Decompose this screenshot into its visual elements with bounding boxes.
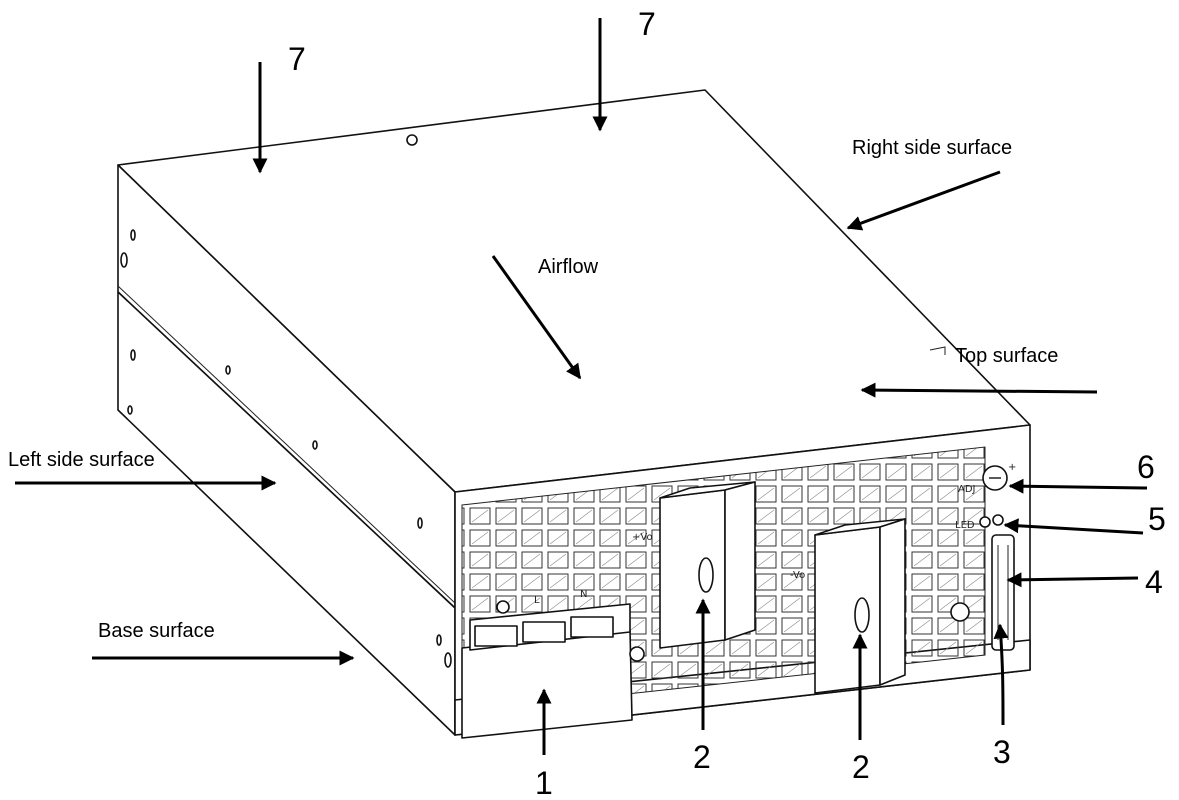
power-supply-unit: L N +Vo -Vo ADJ + LED <box>117 89 1031 739</box>
led-label: LED <box>955 520 975 531</box>
arrow-airflow <box>491 255 582 380</box>
side-screws <box>120 229 452 668</box>
adj-plus-label: + <box>1008 462 1016 473</box>
chassis-seam <box>117 285 456 604</box>
callout-numbers: 7 7 1 2 2 3 4 5 6 <box>288 6 1166 800</box>
callout-2-left: 2 <box>693 739 711 775</box>
line-label: L <box>534 595 540 606</box>
adj-label: ADJ <box>958 484 976 495</box>
output-busbar-negative <box>814 518 906 694</box>
label-top-surface: Top surface <box>955 345 1058 367</box>
status-led: LED <box>955 514 1004 531</box>
vo-plus-label: +Vo <box>632 532 653 543</box>
ac-input-terminal-block: L N <box>461 589 645 739</box>
vo-minus-label: -Vo <box>790 570 805 581</box>
signal-connector <box>991 534 1015 651</box>
ground-icon <box>496 600 510 614</box>
label-right-side-surface: Right side surface <box>852 137 1012 159</box>
callout-6: 6 <box>1137 449 1155 485</box>
callout-4: 4 <box>1145 564 1163 600</box>
arrow-right-side <box>846 170 1001 231</box>
top-screw <box>406 134 418 146</box>
neutral-label: N <box>580 589 587 600</box>
arrows <box>15 18 1148 755</box>
top-tab <box>929 346 946 355</box>
callout-1: 1 <box>535 765 553 800</box>
terminal-screw <box>629 646 645 662</box>
front-screw <box>950 602 970 622</box>
arrow-6 <box>1008 478 1148 494</box>
adj-potentiometer: ADJ + <box>958 462 1016 495</box>
output-busbar-positive <box>659 481 756 649</box>
label-airflow: Airflow <box>538 256 599 278</box>
callout-3: 3 <box>993 734 1011 770</box>
callout-5: 5 <box>1148 501 1166 537</box>
callout-7-right: 7 <box>638 6 656 42</box>
arrow-3 <box>993 623 1009 726</box>
callout-7-left: 7 <box>288 41 306 77</box>
arrow-5 <box>1003 518 1144 535</box>
labels: Right side surface Airflow Top surface L… <box>8 137 1058 642</box>
arrow-top-surface <box>860 382 1098 398</box>
label-base-surface: Base surface <box>98 620 215 642</box>
arrow-4 <box>1006 572 1139 588</box>
label-left-side-surface: Left side surface <box>8 449 155 471</box>
callout-2-right: 2 <box>852 749 870 785</box>
